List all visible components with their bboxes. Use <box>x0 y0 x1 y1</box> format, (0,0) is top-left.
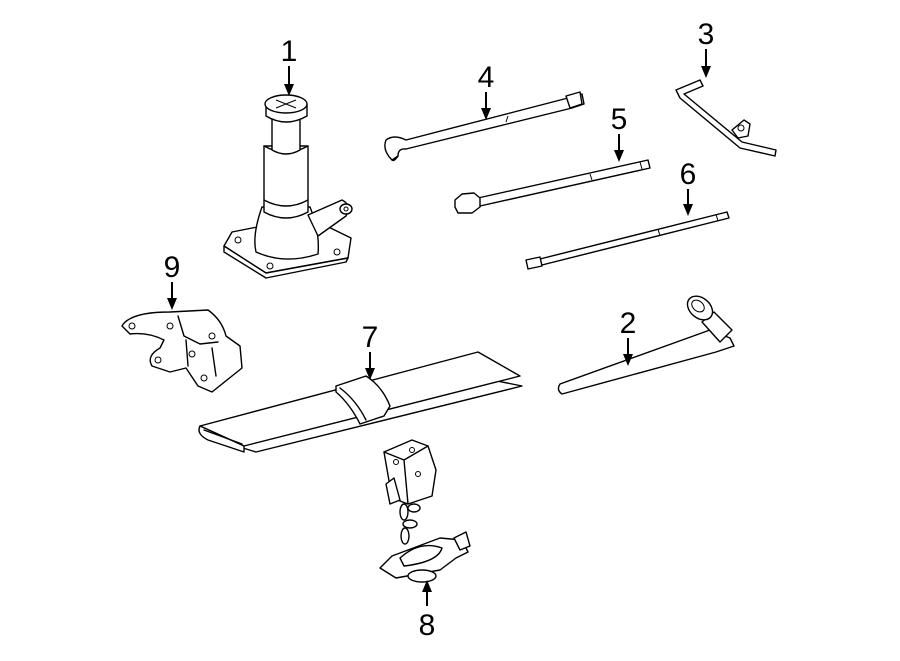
callout-9: 9 <box>164 251 181 310</box>
part-5-extension-bar <box>454 159 651 214</box>
callout-3-number: 3 <box>698 18 715 51</box>
callout-4-number: 4 <box>478 61 495 94</box>
callout-9-number: 9 <box>164 251 181 284</box>
callout-5-number: 5 <box>611 103 628 136</box>
part-3-crank-handle <box>675 79 777 157</box>
callout-7: 7 <box>362 321 379 380</box>
part-1-jack <box>223 94 353 279</box>
part-4-handle <box>384 91 585 162</box>
callout-5: 5 <box>611 103 628 162</box>
callout-7-number: 7 <box>362 321 379 354</box>
part-6-extension-bar <box>525 211 730 270</box>
part-7-tool-bag <box>198 351 523 453</box>
callout-3: 3 <box>698 18 715 78</box>
callout-2: 2 <box>620 307 637 366</box>
part-2-lug-wrench <box>557 295 735 395</box>
callout-6-number: 6 <box>680 158 697 191</box>
callout-1-number: 1 <box>281 35 298 68</box>
callout-1: 1 <box>281 35 298 96</box>
callout-8: 8 <box>419 580 436 642</box>
callout-8-number: 8 <box>419 609 436 642</box>
callout-4: 4 <box>478 61 495 120</box>
callout-2-number: 2 <box>620 307 637 340</box>
part-9-bracket <box>121 309 243 393</box>
part-8-spare-tire-hoist <box>379 439 471 583</box>
callout-6: 6 <box>680 158 697 216</box>
